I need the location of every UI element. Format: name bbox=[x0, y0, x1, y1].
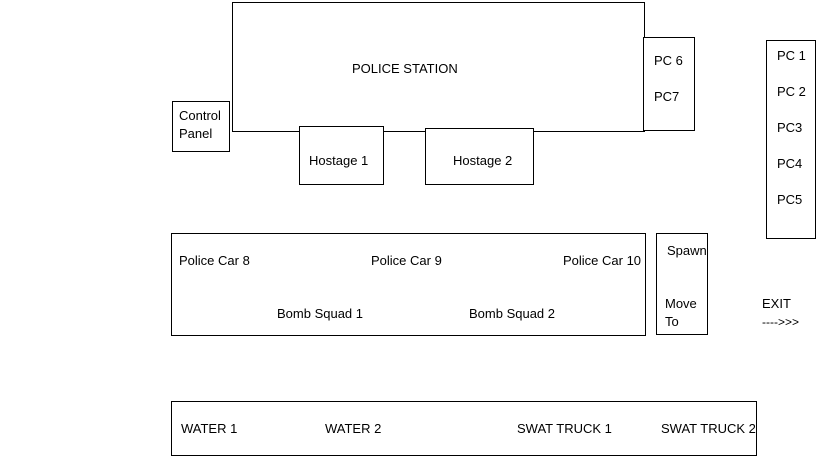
bottom-row-box: WATER 1 WATER 2 SWAT TRUCK 1 SWAT TRUCK … bbox=[171, 401, 757, 456]
hostage-2-box: Hostage 2 bbox=[425, 128, 534, 185]
police-station-label: POLICE STATION bbox=[352, 61, 458, 76]
police-station-box: POLICE STATION bbox=[232, 2, 645, 132]
water-2-label: WATER 2 bbox=[325, 421, 382, 436]
police-car-8-label: Police Car 8 bbox=[179, 253, 250, 268]
bomb-squad-1-label: Bomb Squad 1 bbox=[277, 306, 364, 321]
pc-7-label: PC7 bbox=[654, 89, 680, 104]
move-to-label-line2: To bbox=[665, 314, 679, 329]
hostage-1-label: Hostage 1 bbox=[309, 153, 369, 168]
police-car-9-label: Police Car 9 bbox=[371, 253, 442, 268]
pc-1-5-box: PC 1 PC 2 PC3 PC4 PC5 bbox=[766, 40, 816, 239]
spawn-move-to-box: Spawn Move To bbox=[656, 233, 708, 335]
pc-4-label: PC4 bbox=[777, 156, 803, 171]
move-to-label-line1: Move bbox=[665, 296, 697, 311]
pc-3-label: PC3 bbox=[777, 120, 803, 135]
control-panel-box: Control Panel bbox=[172, 101, 230, 152]
exit-label: EXIT bbox=[762, 296, 791, 311]
pc-6-label: PC 6 bbox=[654, 53, 683, 68]
control-panel-label-line2: Panel bbox=[179, 126, 213, 141]
control-panel-label-line1: Control bbox=[179, 108, 221, 123]
swat-truck-1-label: SWAT TRUCK 1 bbox=[517, 421, 612, 436]
pc-5-label: PC5 bbox=[777, 192, 803, 207]
pc-2-label: PC 2 bbox=[777, 84, 806, 99]
police-car-10-label: Police Car 10 bbox=[563, 253, 642, 268]
water-1-label: WATER 1 bbox=[181, 421, 238, 436]
exit-arrow: ---->>> bbox=[762, 315, 800, 329]
swat-truck-2-label: SWAT TRUCK 2 bbox=[661, 421, 756, 436]
spawn-label: Spawn bbox=[667, 243, 707, 258]
vehicles-row-box: Police Car 8 Police Car 9 Police Car 10 … bbox=[171, 233, 646, 336]
hostage-2-label: Hostage 2 bbox=[453, 153, 513, 168]
hostage-1-box: Hostage 1 bbox=[299, 126, 384, 185]
pc-1-label: PC 1 bbox=[777, 48, 806, 63]
pc-6-7-box: PC 6 PC7 bbox=[643, 37, 695, 131]
bomb-squad-2-label: Bomb Squad 2 bbox=[469, 306, 556, 321]
